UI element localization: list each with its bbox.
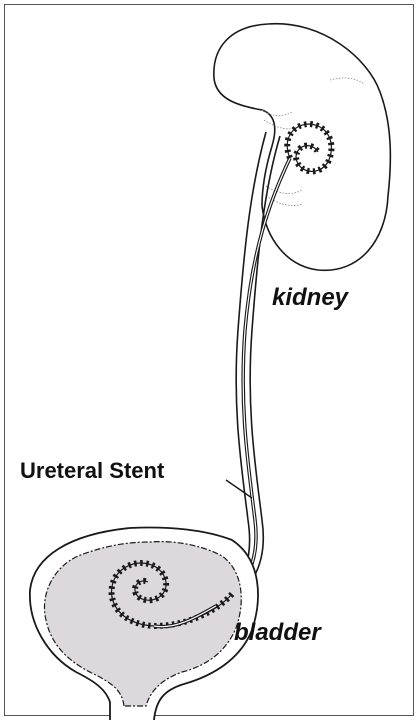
stent-label: Ureteral Stent (20, 458, 165, 483)
bladder-label: bladder (234, 619, 322, 646)
kidney-label: kidney (272, 284, 350, 311)
stent-leader-line (226, 480, 252, 498)
ureter-outer-left (230, 132, 266, 590)
